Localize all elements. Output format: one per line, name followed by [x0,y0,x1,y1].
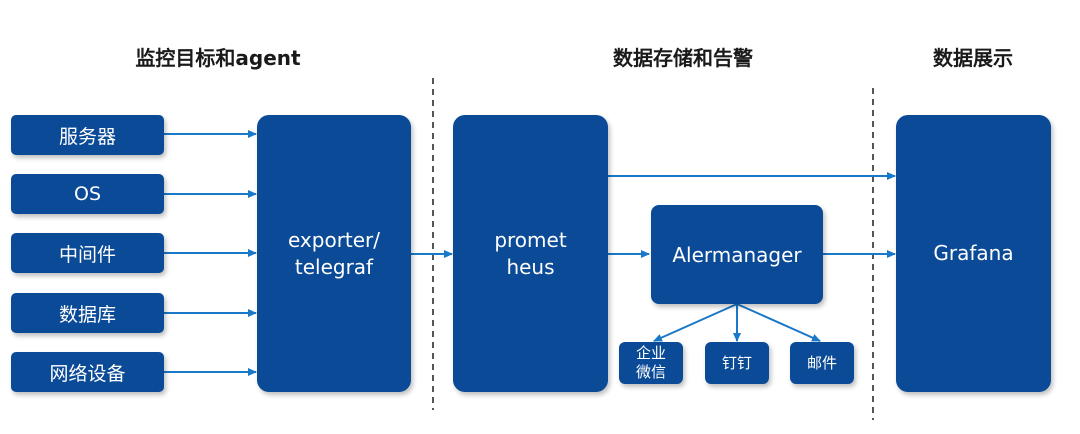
exporter-label-line1: exporter/ [287,227,381,252]
channel-dingtalk: 钉钉 [705,342,769,384]
source-server: 服务器 [11,115,164,155]
channel-wechat-line2: 微信 [635,363,666,381]
channel-dingtalk-label: 钉钉 [721,353,752,372]
heading-data-display: 数据展示 [933,46,1013,70]
alertmanager-node: Alermanager [651,205,823,304]
prometheus-node: promet heus [453,115,608,392]
channel-enterprise-wechat: 企业 微信 [619,342,683,384]
exporter-node: exporter/ telegraf [257,115,411,392]
source-database: 数据库 [11,293,164,333]
exporter-label-line2: telegraf [294,254,374,279]
channel-email: 邮件 [790,342,854,384]
arrow-alertmanager-wechat [653,303,738,342]
source-network-device-label: 网络设备 [49,362,126,385]
source-middleware: 中间件 [11,233,164,273]
grafana-node: Grafana [896,115,1051,392]
source-database-label: 数据库 [58,303,116,326]
arrow-alertmanager-email [736,303,821,342]
alertmanager-label: Alermanager [672,242,802,267]
channel-wechat-line1: 企业 [635,344,666,362]
source-network-device: 网络设备 [11,352,164,392]
channel-email-label: 邮件 [806,353,837,372]
heading-monitoring-targets: 监控目标和agent [135,46,301,70]
grafana-label: Grafana [933,241,1014,265]
prometheus-label-line1: promet [494,227,567,252]
source-server-label: 服务器 [58,125,116,148]
heading-storage-alerting: 数据存储和告警 [613,46,753,70]
source-os-label: OS [73,183,101,205]
source-middleware-label: 中间件 [58,243,116,266]
prometheus-label-line2: heus [506,254,555,279]
source-os: OS [11,174,164,214]
